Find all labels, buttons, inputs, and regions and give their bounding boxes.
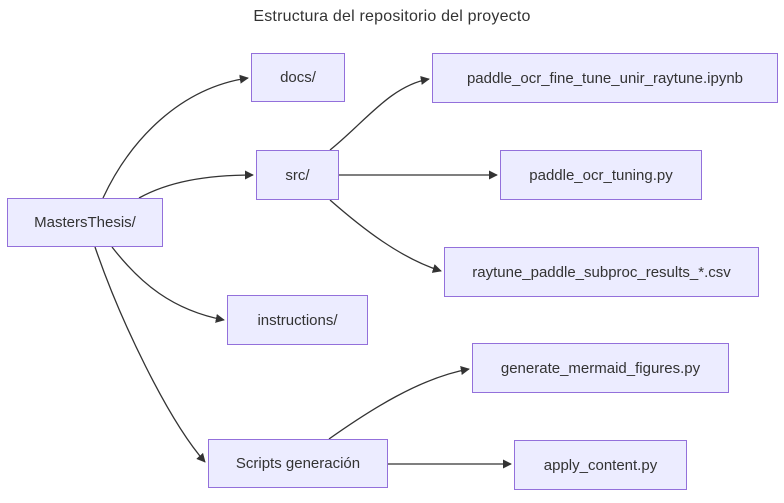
node-generate: generate_mermaid_figures.py (472, 343, 729, 393)
node-label: MastersThesis/ (34, 214, 136, 231)
node-instructions: instructions/ (227, 295, 368, 345)
node-label: instructions/ (257, 311, 338, 329)
edge-root-instructions (111, 246, 225, 323)
node-root: MastersThesis/ (7, 198, 163, 247)
node-label: generate_mermaid_figures.py (500, 359, 701, 377)
node-label: Scripts generación (235, 455, 361, 472)
node-label: src/ (285, 166, 310, 184)
edge-root-scripts (94, 246, 206, 463)
node-label: apply_content.py (543, 456, 658, 474)
node-apply: apply_content.py (514, 440, 687, 490)
edge-root-src (138, 170, 254, 199)
node-csv: raytune_paddle_subproc_results_*.csv (444, 247, 759, 297)
edge-src-ipynb (329, 75, 430, 151)
node-docs: docs/ (251, 53, 345, 102)
node-label: docs/ (280, 69, 316, 86)
edge-src-csv (329, 199, 442, 273)
diagram-title: Estructura del repositorio del proyecto (253, 8, 531, 25)
node-tuning: paddle_ocr_tuning.py (500, 150, 702, 200)
node-label: paddle_ocr_tuning.py (529, 166, 673, 184)
node-label: paddle_ocr_fine_tune_unir_raytune.ipynb (466, 69, 744, 87)
edge-root-docs (102, 74, 249, 199)
node-scripts: Scripts generación (208, 439, 388, 488)
node-label: raytune_paddle_subproc_results_*.csv (472, 263, 731, 281)
node-src: src/ (256, 150, 339, 200)
edge-scripts-generate (328, 366, 470, 440)
node-ipynb: paddle_ocr_fine_tune_unir_raytune.ipynb (432, 53, 778, 103)
